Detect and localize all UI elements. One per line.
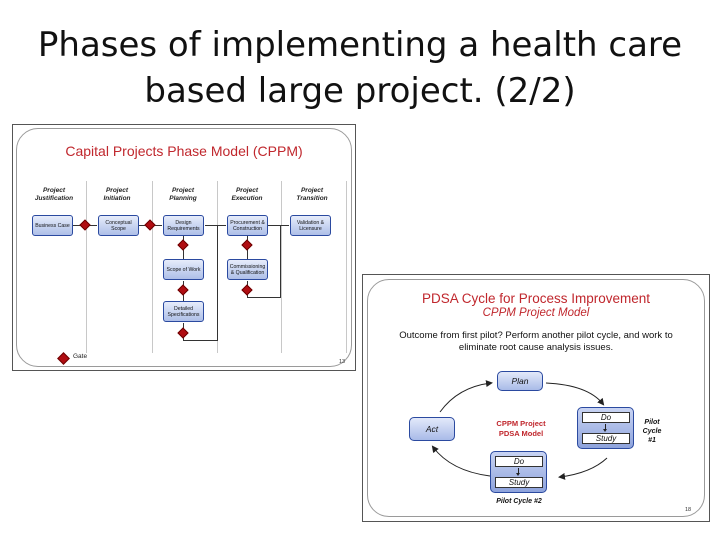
pdsa-subtitle: CPPM Project Model [482,307,590,319]
pdsa-center-label: CPPM Project PDSA Model [496,419,546,438]
pilot-cycle-1-label: Pilot Cycle #1 [642,419,662,444]
pilot-cycle-2-label: Pilot Cycle #2 [496,498,542,505]
cppm-title: Capital Projects Phase Model (CPPM) [65,143,303,159]
act-box: Act [409,417,455,441]
arrow-pilot2-to-act [431,445,491,477]
pdsa-title: PDSA Cycle for Process Improvement [421,291,651,306]
plan-box: Plan [497,371,543,391]
pdsa-frame [367,279,705,517]
pilot-cycle-1-box: Do Study [577,407,634,449]
connector [217,225,218,341]
pilot-cycle-2-box: Do Study [490,451,547,493]
page-number: 18 [685,507,692,513]
cycle-arrows [431,380,608,480]
column-divider [152,181,153,353]
connector [280,225,281,298]
do-box: Do [495,456,543,467]
gate-legend-label: Gate [73,353,88,360]
slide-title: Phases of implementing a health care bas… [0,22,720,114]
slide-title-line-1: Phases of implementing a health care [37,25,683,65]
column-divider [346,181,347,353]
slide-title-line-2: based large project. (2/2) [144,71,576,111]
scope-of-work-box: Scope of Work [163,259,204,280]
study-box: Study [582,433,630,444]
cppm-frame [16,128,352,367]
down-arrow-icon [516,468,520,476]
do-box: Do [582,412,630,423]
connector [183,340,217,341]
pdsa-description: Outcome from first pilot? Perform anothe… [399,330,673,353]
arrow-act-to-plan [439,380,493,413]
validation-licensure-box: Validation & Licensure [290,215,331,236]
pdsa-diagram-panel: PDSA Cycle for Process Improvement CPPM … [362,274,710,522]
arrow-pilot1-to-pilot2 [558,457,608,480]
connector [205,225,226,226]
column-divider [281,181,282,353]
commissioning-qualification-box: Commissioning & Qualification [227,259,268,280]
conceptual-scope-box: Conceptual Scope [98,215,139,236]
detailed-specifications-box: Detailed Specifications [163,301,204,322]
business-case-box: Business Case [32,215,73,236]
connector [247,297,280,298]
arrow-plan-to-pilot1 [545,382,605,406]
design-requirements-box: Design Requirements [163,215,204,236]
down-arrow-icon [603,424,607,432]
connector [268,225,289,226]
procurement-construction-box: Procurement & Construction [227,215,268,236]
cppm-diagram-panel: Capital Projects Phase Model (CPPM) Proj… [12,124,356,371]
study-box: Study [495,477,543,488]
column-divider [86,181,87,353]
page-number: 13 [339,359,346,365]
